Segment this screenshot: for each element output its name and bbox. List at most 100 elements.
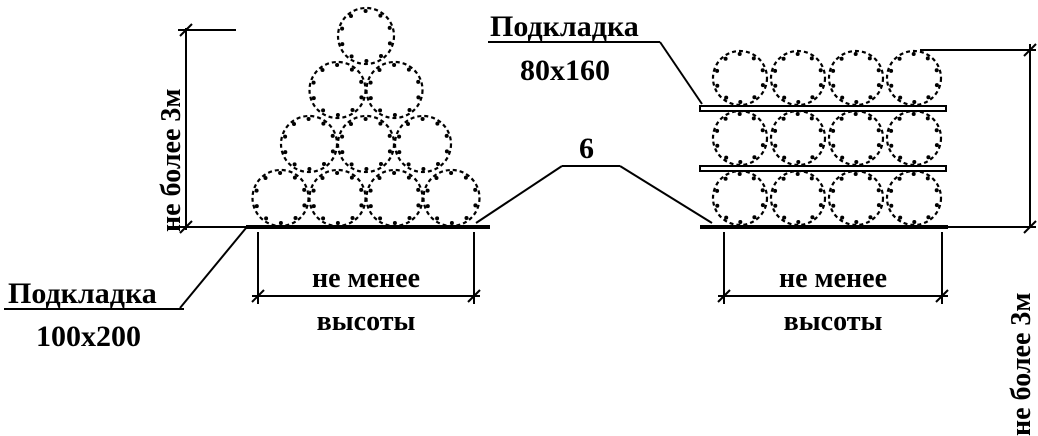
pipe-rebar-dot <box>876 143 881 148</box>
pipe-rebar-dot <box>254 188 259 193</box>
pipe-rebar-dot <box>868 215 873 220</box>
pipe-rebar-dot <box>363 9 368 13</box>
pipe-rebar-dot <box>795 172 800 176</box>
pipe-rebar-dot <box>934 203 939 208</box>
pipe-rebar-dot <box>868 155 873 160</box>
pipe-rebar-dot <box>377 176 382 180</box>
pipe-rebar-dot <box>392 171 397 175</box>
pipe-rebar-dot <box>368 188 373 193</box>
pipe-rebar-dot <box>311 80 316 85</box>
pipe-rebar-dot <box>773 68 778 73</box>
left-height-label: не более 3м <box>156 89 187 232</box>
pipe-rebar-dot <box>368 96 373 101</box>
pipe-rebar-dot <box>781 56 786 61</box>
pipe-rebar-dot <box>867 56 872 61</box>
pipe-rebar-dot <box>897 56 902 61</box>
pipe-rebar-dot <box>853 172 858 176</box>
pipe-rebar-dot <box>368 80 373 85</box>
pipe-rebar-dot <box>320 176 325 180</box>
pipe-rebar-dot <box>715 188 720 193</box>
pipe-rebar-dot <box>796 220 801 224</box>
pipe-rebar-dot <box>416 203 421 208</box>
pipe-rebar-dot <box>889 188 894 193</box>
pipe-rebar-dot <box>254 204 259 209</box>
pipe-rebar-dot <box>379 54 383 58</box>
pyramid-pipe <box>336 6 396 66</box>
pipe-rebar-dot <box>925 116 930 121</box>
pipe-rebar-dot <box>349 67 354 72</box>
pyramid-pipe <box>279 114 339 174</box>
pipe-rebar-dot <box>407 216 412 220</box>
pipe-rebar-dot <box>926 95 931 100</box>
pipe-rebar-dot <box>773 128 778 133</box>
pipe-rebar-dot <box>737 112 742 116</box>
pipe-rebar-dot <box>715 68 720 73</box>
spacer-board-upper <box>699 105 947 112</box>
pipe-rebar-dot <box>335 221 340 225</box>
pipe-rebar-dot <box>387 149 392 154</box>
pipe-rebar-dot <box>854 100 859 104</box>
pipe-rebar-dot <box>449 171 454 175</box>
pipe-rebar-dot <box>406 175 411 180</box>
pipe-rebar-dot <box>425 204 430 209</box>
pipe-rebar-dot <box>302 203 307 208</box>
pipe-rebar-dot <box>911 172 916 176</box>
pipe-rebar-dot <box>335 171 340 175</box>
pipe-rebar-dot <box>818 128 823 133</box>
pipe-rebar-dot <box>926 155 931 160</box>
pipe-rebar-dot <box>715 143 720 148</box>
pipe-rebar-dot <box>359 79 364 84</box>
pipe-rebar-dot <box>898 215 903 220</box>
pipe-rebar-dot <box>854 220 859 224</box>
callout-number: 6 <box>579 132 594 165</box>
grid-pipe <box>769 109 827 167</box>
pipe-rebar-dot <box>416 95 421 100</box>
pipe-rebar-dot <box>876 188 881 193</box>
left-pad-name: Подкладка <box>8 277 157 310</box>
pipe-rebar-dot <box>392 63 397 67</box>
callout-6-leaders <box>475 165 713 224</box>
pipe-rebar-dot <box>307 167 312 171</box>
pipe-rebar-dot <box>292 162 297 167</box>
pipe-rebar-dot <box>911 112 916 116</box>
pipe-rebar-dot <box>723 176 728 181</box>
pipe-rebar-dot <box>278 171 283 175</box>
pyramid-pipe <box>365 168 424 228</box>
right-height-dimension <box>920 43 1037 234</box>
pipe-rebar-dot <box>311 188 316 193</box>
grid-pipe <box>885 169 943 227</box>
pipe-rebar-dot <box>818 68 823 73</box>
pipe-rebar-dot <box>387 41 392 46</box>
pipe-rebar-dot <box>810 155 815 160</box>
pipe-rebar-dot <box>349 175 354 180</box>
pipe-rebar-dot <box>876 203 881 208</box>
pipe-rebar-dot <box>795 112 800 116</box>
pipe-rebar-dot <box>751 56 756 61</box>
right-height-label: не более 3м <box>1006 293 1037 436</box>
pipe-rebar-dot <box>392 113 397 117</box>
pipe-rebar-dot <box>378 108 383 113</box>
left-pad-leader <box>179 227 247 309</box>
pipe-rebar-dot <box>912 160 917 164</box>
pipe-rebar-dot <box>831 188 836 193</box>
pipe-rebar-dot <box>349 14 353 18</box>
pipe-rebar-dot <box>752 215 757 220</box>
grid-pipe <box>769 169 827 227</box>
pipe-rebar-dot <box>810 215 815 220</box>
pipe-rebar-dot <box>283 134 288 139</box>
pipe-rebar-dot <box>831 143 836 148</box>
pipe-rebar-dot <box>897 176 902 181</box>
pipe-rebar-dot <box>840 155 845 160</box>
pipe-rebar-dot <box>368 204 373 209</box>
pipe-rebar-dot <box>897 116 902 121</box>
pipe-rebar-dot <box>840 215 845 220</box>
pipe-rebar-dot <box>818 188 823 193</box>
pipe-rebar-dot <box>840 95 845 100</box>
left-pad-size: 100x200 <box>36 320 141 353</box>
pyramid-pipe <box>308 168 367 228</box>
pipe-rebar-dot <box>831 128 836 133</box>
pipe-rebar-dot <box>340 42 345 47</box>
pipe-rebar-dot <box>760 188 765 193</box>
pipe-rebar-dot <box>335 113 340 117</box>
pipe-rebar-dot <box>379 162 383 166</box>
